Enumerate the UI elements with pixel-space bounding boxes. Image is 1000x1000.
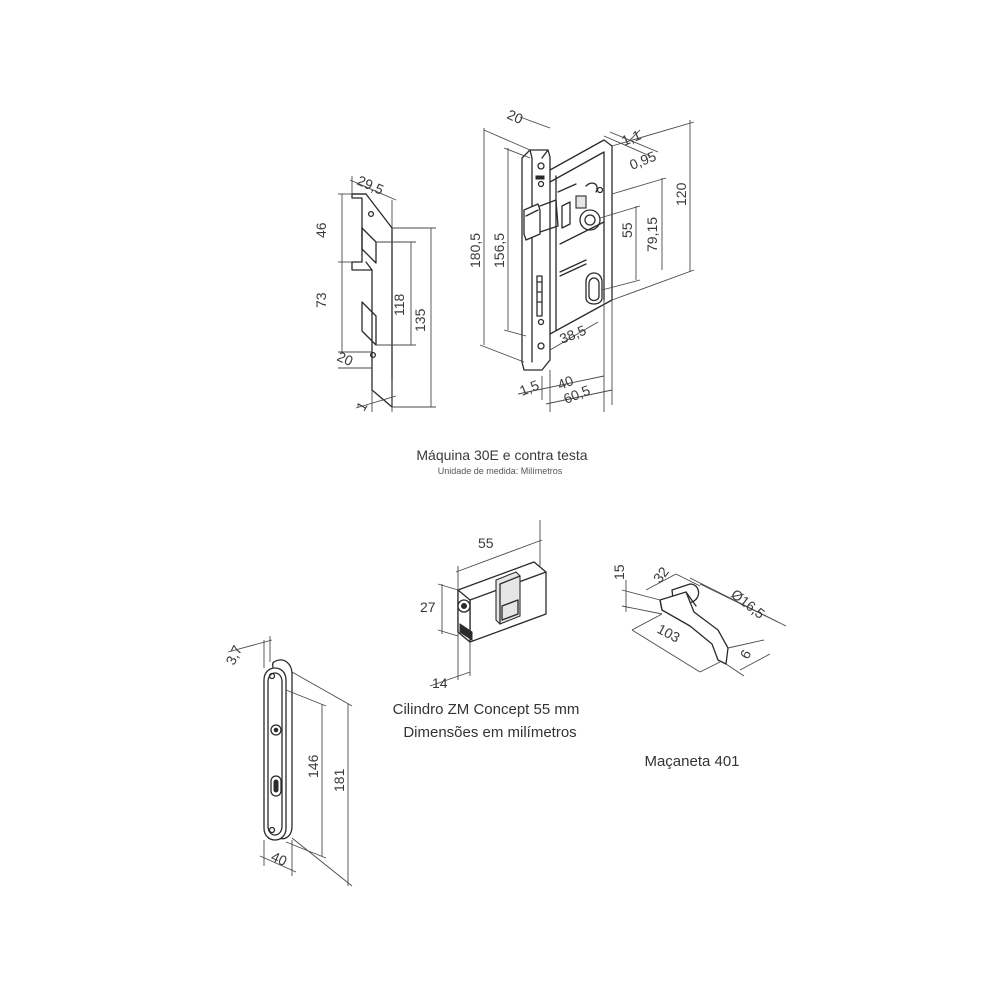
- cylinder-caption-line2: Dimensões em milímetros: [403, 724, 576, 741]
- handle-dim-6: 6: [737, 647, 755, 662]
- escutcheon-drawing: 3,7 146 181 40: [222, 636, 353, 887]
- lock-dim-156-5: 156,5: [491, 233, 507, 268]
- handle-caption: Maçaneta 401: [644, 753, 739, 770]
- cylinder-drawing: 55 27 14: [420, 520, 547, 691]
- lock-dim-40: 40: [555, 372, 576, 393]
- cylinder-dim-14: 14: [432, 675, 448, 691]
- lock-dim-0-95: 0,95: [627, 148, 658, 173]
- handle-drawing: 15 32 Ø16,5 103 6: [611, 564, 787, 677]
- cylinder-dim-55: 55: [478, 535, 494, 551]
- handle-dim-32: 32: [650, 564, 672, 586]
- lock-dim-38-5: 38,5: [557, 322, 588, 347]
- handle-dim-103: 103: [655, 621, 683, 646]
- lock-dim-79-15: 79,15: [644, 217, 660, 252]
- handle-dim-16-5: Ø16,5: [728, 586, 768, 622]
- escutcheon-dim-3-7: 3,7: [222, 643, 245, 668]
- lock-dim-55: 55: [619, 222, 635, 238]
- lock-dim-1-5: 1,5: [517, 377, 541, 399]
- strike-dim-135: 135: [412, 308, 428, 332]
- escutcheon-dim-146: 146: [305, 754, 321, 778]
- strike-dim-46: 46: [313, 222, 329, 238]
- cylinder-dim-27: 27: [420, 599, 436, 615]
- lock-dim-1-1: 1,1: [619, 127, 643, 149]
- lock-body-drawing: 20 180,5 156,5 1,1 0,95 120 55 79,15 38,…: [467, 106, 695, 412]
- cylinder-caption-line1: Cilindro ZM Concept 55 mm: [393, 701, 580, 718]
- escutcheon-dim-40: 40: [269, 848, 290, 869]
- strike-dim-73: 73: [313, 292, 329, 308]
- lock-caption-subtitle: Unidade de medida: Milímetros: [438, 466, 563, 476]
- strike-dim-118: 118: [391, 293, 407, 316]
- lock-dim-180-5: 180,5: [467, 233, 483, 268]
- strike-dim-20: 20: [335, 348, 356, 369]
- handle-dim-15: 15: [611, 564, 627, 580]
- strike-dim-1: 1: [353, 399, 371, 414]
- lock-dim-20: 20: [505, 106, 526, 127]
- strike-plate-drawing: 29,5 46 73 118 135 20 1: [313, 172, 436, 414]
- lock-dim-120: 120: [673, 182, 689, 206]
- escutcheon-dim-181: 181: [331, 768, 347, 792]
- lock-caption-title: Máquina 30E e contra testa: [416, 447, 587, 463]
